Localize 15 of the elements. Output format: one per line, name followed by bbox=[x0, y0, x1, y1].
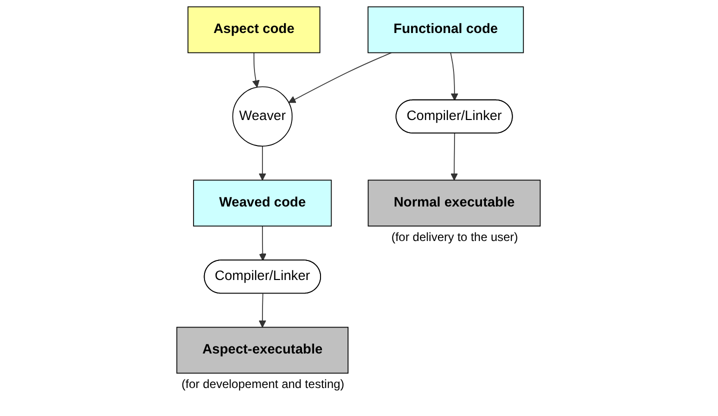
arrow bbox=[450, 133, 458, 180]
node-box: Weaved code bbox=[194, 180, 332, 226]
arrow bbox=[288, 52, 392, 103]
node-box: Aspect code bbox=[188, 6, 321, 54]
node-circle: Weaver bbox=[232, 86, 294, 147]
node-box: Functional code bbox=[368, 6, 524, 54]
note-text: (for developement and testing) bbox=[182, 377, 344, 392]
node-box: Normal executable bbox=[368, 180, 542, 226]
arrow bbox=[450, 52, 459, 101]
arrow bbox=[259, 293, 267, 328]
arrow bbox=[259, 146, 267, 180]
note-text: (for delivery to the user) bbox=[391, 230, 518, 244]
arrow bbox=[259, 226, 267, 261]
node-box: Aspect-executable bbox=[176, 326, 349, 374]
arrow bbox=[252, 52, 260, 88]
